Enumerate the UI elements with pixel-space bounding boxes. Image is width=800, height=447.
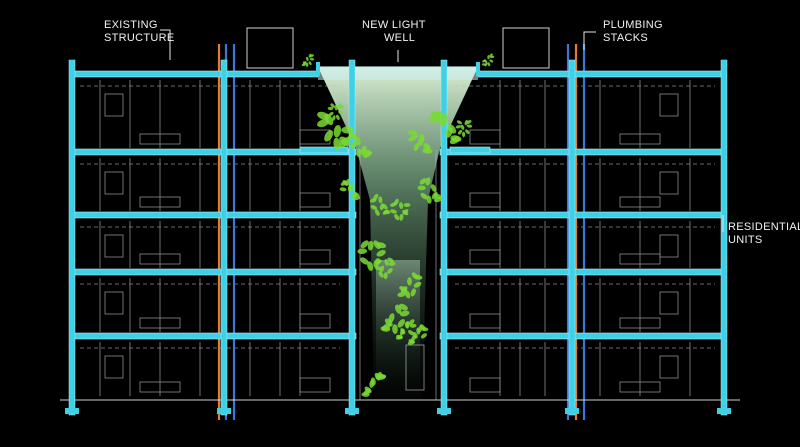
parapet-1 — [70, 60, 74, 74]
interior-linework — [71, 74, 725, 410]
parapet-2 — [722, 60, 726, 74]
label-plumbing-stacks: PLUMBING STACKS — [603, 19, 663, 44]
elevator-door — [405, 344, 425, 391]
parapet-4 — [476, 62, 480, 76]
rooftop-bulkheads — [246, 27, 550, 69]
column-footing-1 — [65, 408, 79, 414]
floor-slab-left-3 — [71, 268, 357, 276]
foliage-cluster-4 — [428, 110, 462, 145]
column-2 — [220, 59, 228, 416]
foliage-cluster-9 — [357, 240, 387, 271]
foliage-cluster-10 — [374, 257, 396, 280]
floor-slab-right-4 — [439, 332, 725, 340]
foliage-cluster-1 — [317, 111, 354, 151]
floor-slab-right-3 — [439, 268, 725, 276]
light-well-foliage — [301, 53, 495, 397]
foliage-cluster-18 — [455, 119, 473, 138]
label-new-light-well: NEW LIGHT WELL — [362, 19, 426, 44]
foliage-cluster-7 — [417, 177, 443, 204]
balcony-right-top — [449, 146, 491, 154]
foliage-cluster-17 — [481, 53, 495, 67]
column-3 — [348, 59, 356, 416]
existing-structure — [60, 59, 740, 416]
foliage-cluster-15 — [395, 319, 417, 340]
label-residential-units: RESIDENTIAL UNITS — [728, 221, 800, 246]
foliage-cluster-2 — [347, 132, 373, 159]
label-leaders — [160, 29, 724, 232]
foliage-cluster-19 — [327, 103, 345, 121]
foliage-cluster-5 — [339, 179, 361, 201]
light-well-skylight — [318, 66, 478, 80]
column-6 — [720, 59, 728, 416]
foliage-cluster-14 — [361, 371, 387, 397]
floor-slab-left-4 — [71, 332, 357, 340]
foliage-cluster-13 — [407, 324, 429, 345]
column-footing-5 — [565, 408, 579, 414]
column-footing-2 — [217, 408, 231, 414]
column-footing-3 — [345, 408, 359, 414]
label-existing-structure: EXISTING STRUCTURE — [104, 19, 175, 44]
foliage-cluster-11 — [397, 272, 423, 299]
foliage-cluster-6 — [369, 193, 391, 216]
column-footing-4 — [437, 408, 451, 414]
foliage-cluster-16 — [301, 53, 314, 67]
floor-slab-left-2 — [71, 211, 357, 219]
floor-slab-right-2 — [439, 211, 725, 219]
balcony-left-top — [299, 146, 349, 154]
column-5 — [568, 59, 576, 416]
foliage-cluster-12 — [380, 303, 410, 334]
roof-slab-right — [477, 70, 725, 78]
column-footing-6 — [717, 408, 731, 414]
column-1 — [68, 59, 76, 416]
foliage-cluster-3 — [407, 130, 433, 154]
foliage-cluster-8 — [390, 198, 411, 221]
parapet-3 — [316, 62, 320, 76]
roof-slab-left — [71, 70, 319, 78]
column-4 — [440, 59, 448, 416]
